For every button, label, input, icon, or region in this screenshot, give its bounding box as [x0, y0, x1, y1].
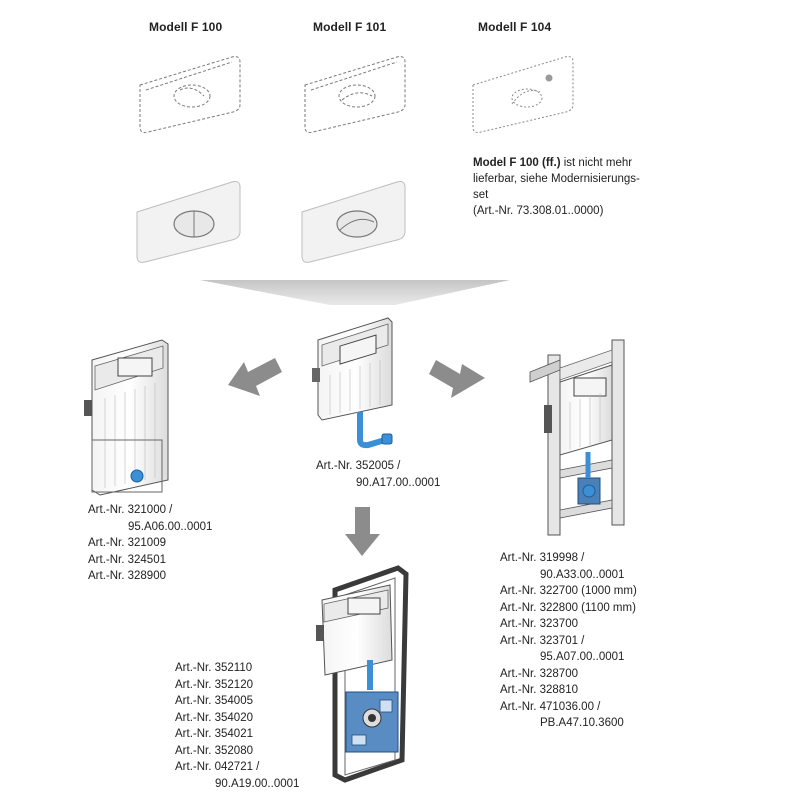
- article-line: Art.-Nr. 328900: [88, 570, 166, 582]
- center-cistern: [312, 317, 393, 449]
- article-line: Art.-Nr. 354020: [175, 711, 253, 724]
- flush-plate-f101-solid: [301, 181, 406, 263]
- article-line: Art.-Nr. 321000 /: [88, 504, 173, 516]
- article-line: Art.-Nr. 322800 (1100 mm): [500, 601, 636, 614]
- right-unit-frame: [529, 339, 625, 536]
- left-unit-articles: Art.-Nr. 321000 / 95.A06.00..0001 Art.-N…: [88, 502, 212, 585]
- note-line2: lieferbar, siehe Modernisierungs-: [473, 173, 640, 185]
- left-unit-cistern: [84, 339, 169, 496]
- note-text1: ist nicht mehr: [560, 157, 633, 169]
- note-bold: Model F 100 (ff.): [473, 157, 561, 169]
- flush-plate-f101-outline: [304, 56, 406, 133]
- discontinued-note: Model F 100 (ff.) ist nicht mehr lieferb…: [473, 155, 683, 219]
- article-line: Art.-Nr. 319998 /: [500, 552, 585, 564]
- article-line: 90.A19.00..0001: [215, 777, 300, 790]
- right-unit-articles: Art.-Nr. 319998 / 90.A33.00..0001 Art.-N…: [500, 550, 637, 732]
- article-line: Art.-Nr. 323700: [500, 618, 578, 630]
- flush-plate-f100-solid: [136, 181, 241, 263]
- article-line: 95.A07.00..0001: [540, 651, 625, 663]
- flush-plate-f100-outline: [139, 56, 241, 133]
- article-line: Art.-Nr. 352110: [175, 662, 253, 674]
- article-line: Art.-Nr. 352080: [175, 744, 253, 757]
- article-line: 95.A06.00..0001: [128, 520, 213, 533]
- model-f100-title: Modell F 100: [149, 20, 223, 34]
- flush-plate-f104-outline: [472, 56, 574, 133]
- article-line: Art.-Nr. 042721 /: [175, 761, 260, 773]
- bottom-unit-frame: [316, 565, 409, 783]
- note-line4: (Art.-Nr. 73.308.01..0000): [473, 205, 604, 217]
- model-f104-title: Modell F 104: [478, 20, 552, 34]
- note-line3: set: [473, 189, 489, 201]
- article-line: PB.A47.10.3600: [540, 717, 624, 729]
- arrow-down: [345, 507, 380, 556]
- article-line: Art.-Nr. 471036.00 /: [500, 700, 601, 713]
- article-line: Art.-Nr. 352120: [175, 678, 253, 691]
- article-line: Art.-Nr. 328700: [500, 667, 578, 680]
- article-line: 90.A33.00..0001: [540, 568, 625, 581]
- arrow-left: [228, 358, 282, 396]
- article-line: Art.-Nr. 324501: [88, 553, 166, 566]
- article-line: 90.A17.00..0001: [356, 476, 441, 489]
- article-line: Art.-Nr. 352005 /: [316, 460, 401, 472]
- article-line: Art.-Nr. 354021: [175, 728, 253, 740]
- article-line: Art.-Nr. 354005: [175, 695, 253, 707]
- article-line: Art.-Nr. 328810: [500, 684, 578, 696]
- funnel-shape: [200, 280, 510, 305]
- arrow-right: [429, 360, 485, 398]
- article-line: Art.-Nr. 322700 (1000 mm): [500, 585, 637, 597]
- center-unit-articles: Art.-Nr. 352005 / 90.A17.00..0001: [316, 458, 440, 491]
- sensor-dot: [545, 74, 553, 82]
- article-line: Art.-Nr. 321009: [88, 537, 166, 549]
- model-f101-title: Modell F 101: [313, 20, 387, 34]
- bottom-unit-articles: Art.-Nr. 352110 Art.-Nr. 352120 Art.-Nr.…: [175, 660, 299, 792]
- article-line: Art.-Nr. 323701 /: [500, 634, 585, 647]
